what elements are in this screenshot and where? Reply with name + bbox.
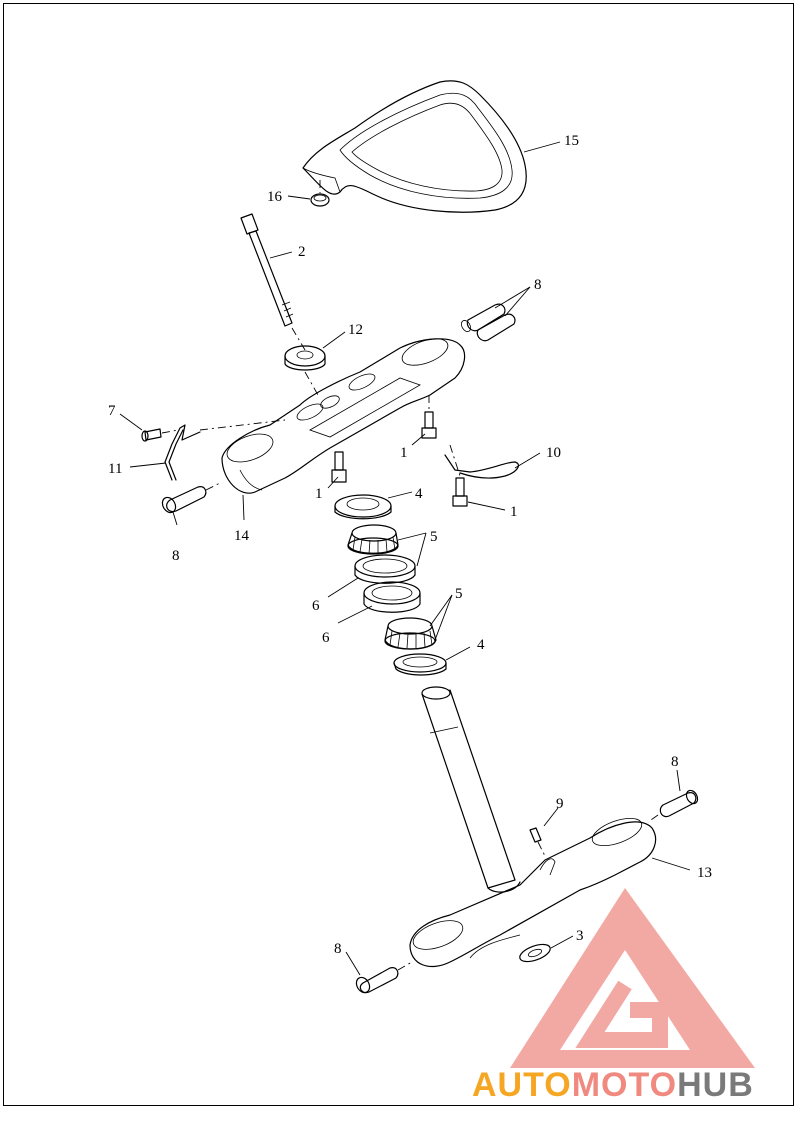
callout-11: 11 — [108, 461, 122, 477]
part-8-bolt-left — [161, 481, 223, 514]
callout-7: 7 — [108, 403, 116, 419]
callout-10: 10 — [546, 445, 561, 461]
watermark-hub: HUB — [677, 1066, 754, 1104]
callout-4a: 4 — [415, 486, 423, 502]
callout-1c: 1 — [510, 504, 518, 520]
callout-15: 15 — [564, 133, 579, 149]
part-15-cover — [302, 80, 527, 213]
callout-6a: 6 — [312, 598, 320, 614]
watermark-text: AUTOMOTOHUB — [472, 1066, 754, 1104]
callout-labels: 15 16 2 8 12 7 1 10 11 1 4 1 8 14 5 6 5 … — [108, 133, 712, 957]
part-16-grommet — [310, 180, 330, 207]
part-3-washer — [519, 943, 551, 963]
part-12-nut — [284, 345, 326, 396]
part-5-bearing-lower — [384, 617, 437, 650]
part-4-seal-lower — [393, 653, 447, 676]
part-4-seal-upper — [334, 494, 392, 520]
part-1-bolt-c — [449, 444, 468, 507]
part-8-bolt-lower-right — [647, 789, 699, 823]
callout-4b: 4 — [477, 637, 485, 653]
callout-9: 9 — [556, 796, 564, 812]
callout-8c: 8 — [671, 754, 679, 770]
part-7-screw — [141, 428, 179, 442]
part-8-bolt-lower-left — [355, 961, 413, 994]
callout-8b: 8 — [172, 548, 180, 564]
watermark-logo — [510, 888, 755, 1068]
callout-8a: 8 — [534, 277, 542, 293]
leader-lines — [119, 141, 691, 976]
callout-1a: 1 — [400, 445, 408, 461]
callout-5a: 5 — [430, 529, 438, 545]
callout-2: 2 — [298, 244, 306, 260]
callout-14: 14 — [234, 528, 250, 544]
steering-stem — [421, 686, 521, 893]
part-11-wire-bracket — [164, 419, 286, 481]
callout-6b: 6 — [322, 630, 330, 646]
svg-text:AUTOMOTOHUB: AUTOMOTOHUB — [472, 1066, 754, 1104]
callout-3: 3 — [576, 928, 584, 944]
callout-13: 13 — [697, 865, 712, 881]
part-13-lower-bracket — [409, 817, 657, 967]
part-1-bolt-a — [421, 395, 437, 439]
part-8-bolts-upper — [461, 303, 516, 342]
callout-12: 12 — [348, 322, 363, 338]
watermark-auto: AUTO — [472, 1066, 572, 1104]
part-6-race-upper — [354, 554, 416, 584]
part-2-bolt — [240, 213, 306, 351]
part-1-bolt-b — [331, 451, 347, 483]
part-5-bearing-upper — [347, 524, 399, 555]
part-14-upper-bracket — [221, 338, 466, 494]
callout-16: 16 — [267, 189, 283, 205]
diagram-border — [3, 3, 794, 1106]
callout-5b: 5 — [455, 586, 463, 602]
part-10-clip — [444, 454, 519, 479]
callout-1b: 1 — [315, 486, 323, 502]
part-9-pin — [529, 827, 547, 859]
callout-8d: 8 — [334, 941, 342, 957]
watermark-moto: MOTO — [572, 1066, 677, 1104]
part-6-race-lower — [363, 581, 421, 613]
